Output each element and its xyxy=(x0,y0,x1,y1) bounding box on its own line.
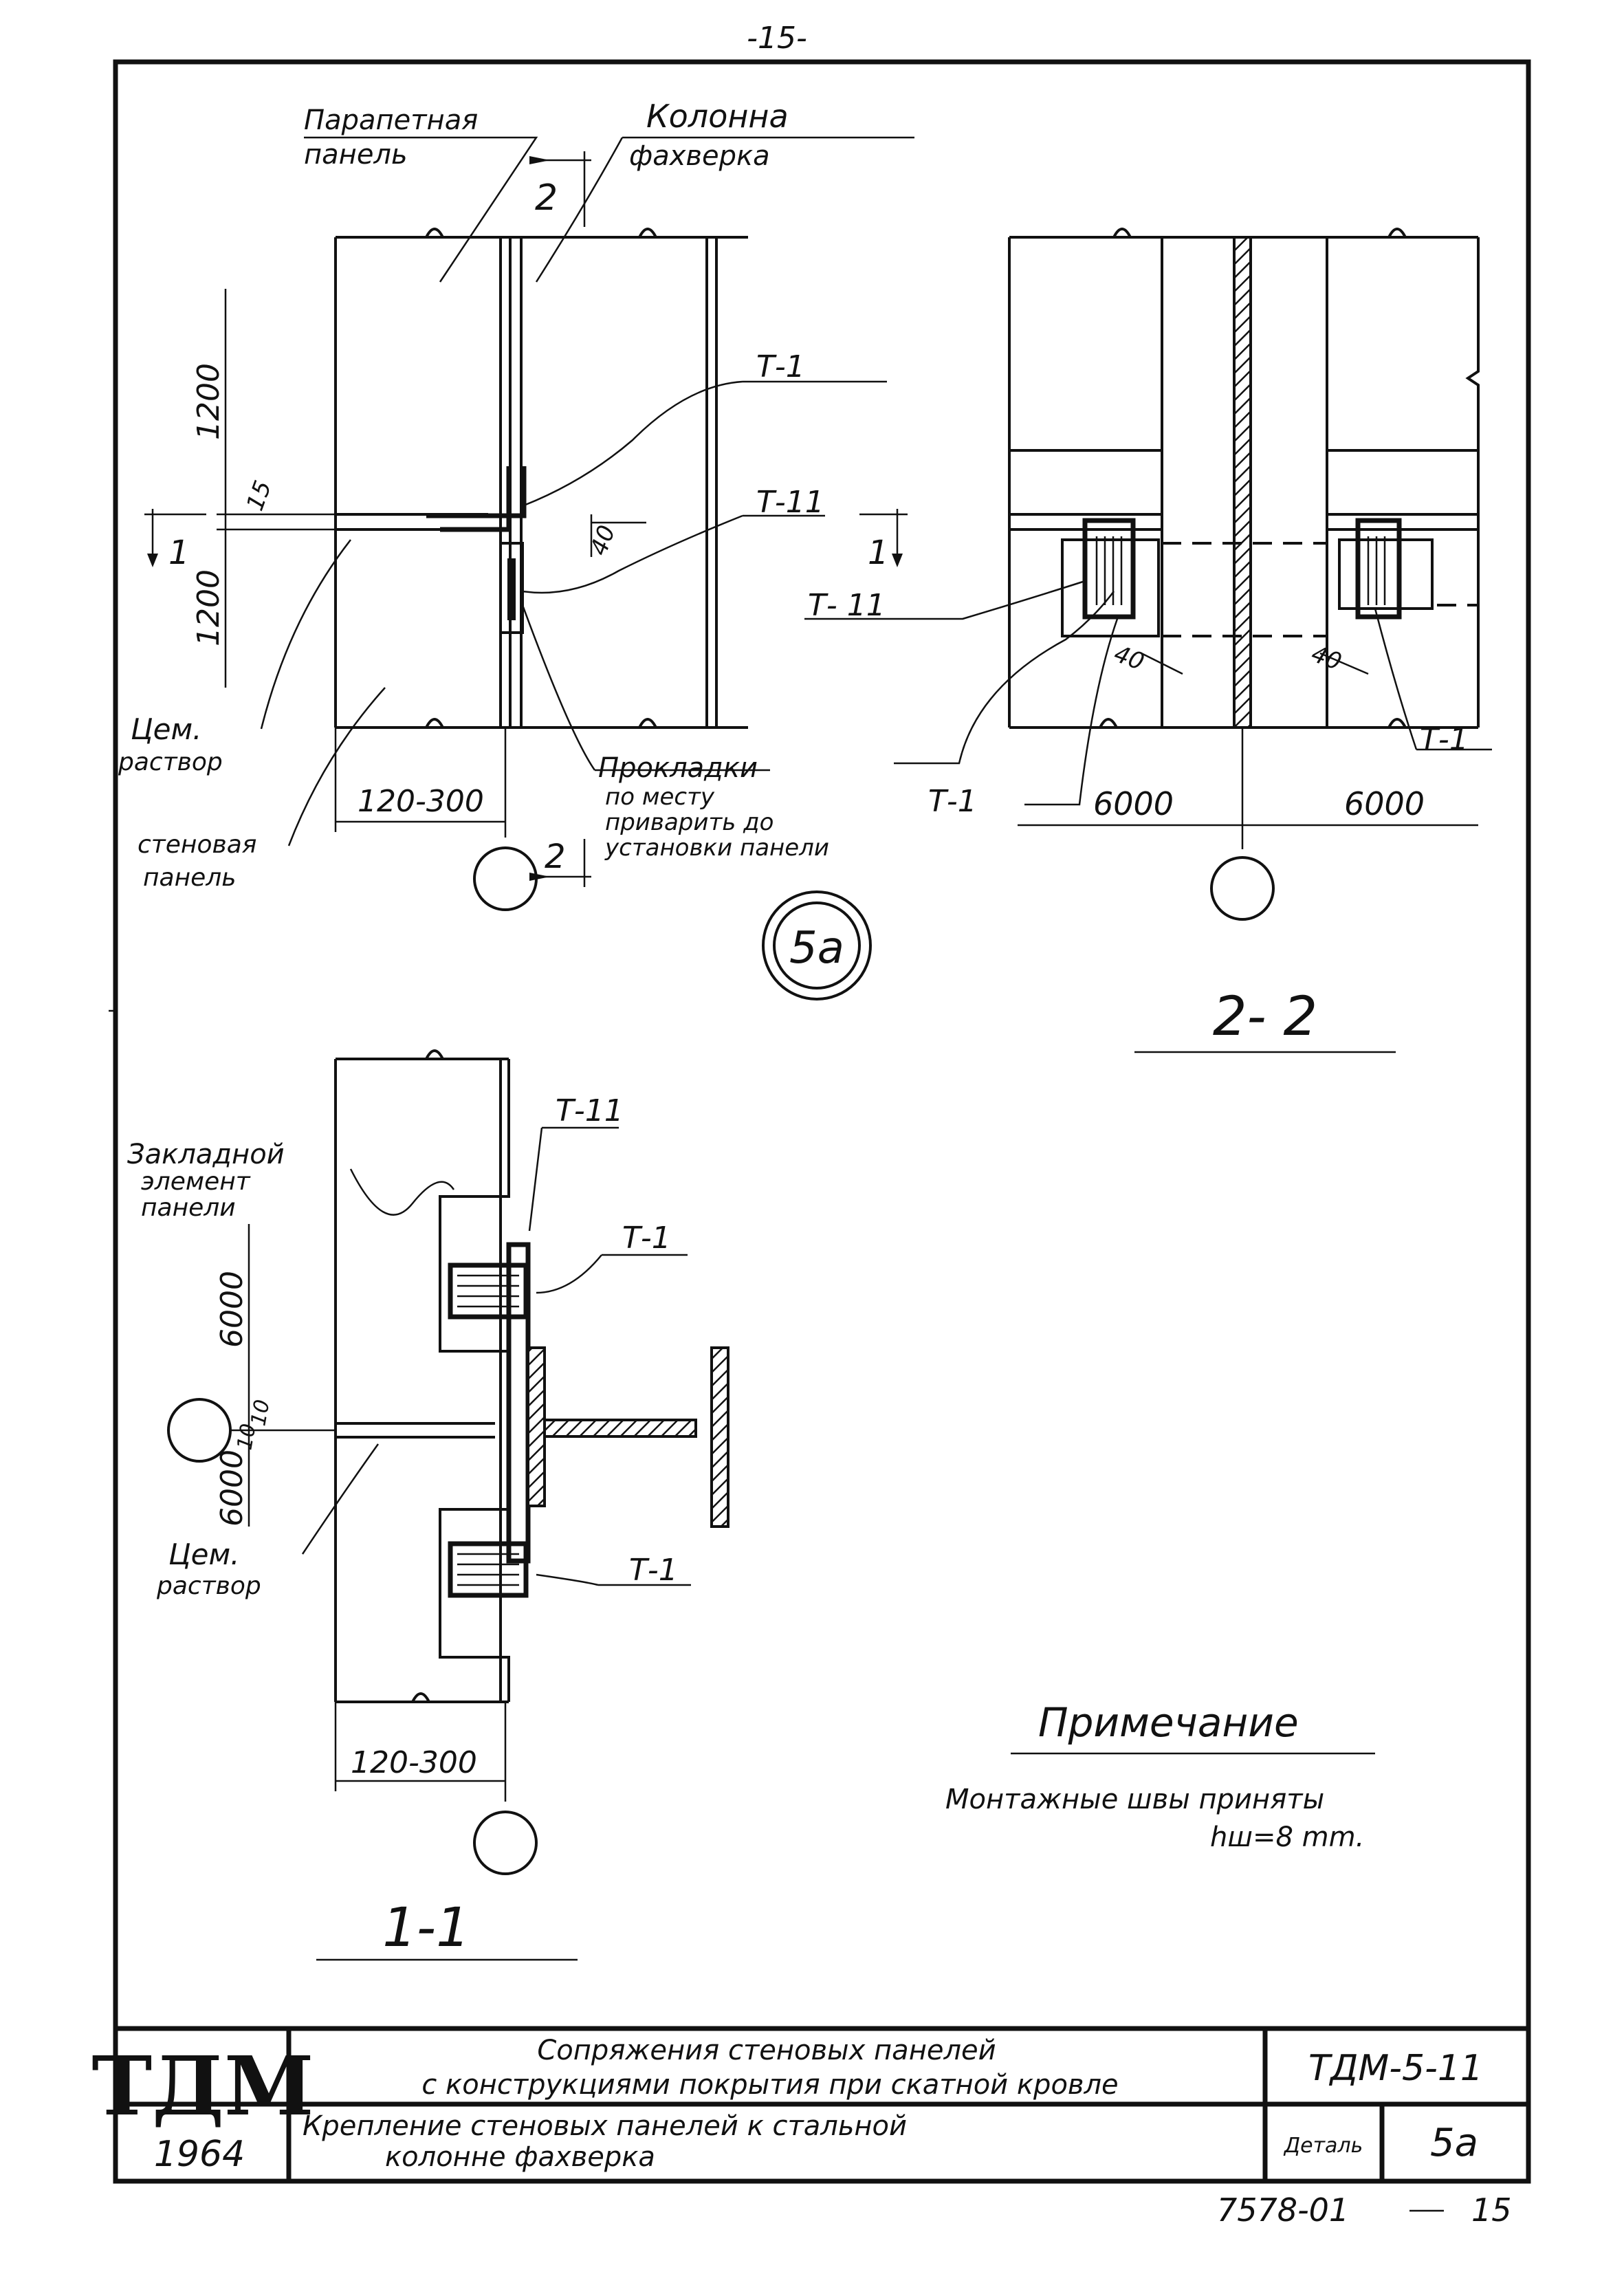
footer-code: 7578-01 xyxy=(1217,2191,1349,2229)
gasket-label-1: Прокладки xyxy=(598,752,758,784)
t1-label-top: Т-1 xyxy=(756,349,805,384)
footer-sheet: 15 xyxy=(1471,2191,1512,2229)
t11-label-top: Т-11 xyxy=(756,485,824,520)
t1-label-bottom-top: Т-1 xyxy=(622,1221,671,1256)
dim-10-bottom: 10 xyxy=(232,1422,261,1452)
note-heading: Примечание xyxy=(1038,1699,1299,1746)
mortar-label-1: Цем. xyxy=(131,712,201,746)
cut-1-left: 1 xyxy=(168,534,190,572)
axis-bubble-right xyxy=(1210,856,1275,921)
axis-bubble-bottom xyxy=(473,1811,538,1875)
section-title-2-2: 2- 2 xyxy=(1213,986,1317,1048)
dim-40-right-right: 40 xyxy=(1308,640,1345,676)
dim-15: 15 xyxy=(241,477,277,514)
section-1-1 xyxy=(167,1049,729,1961)
t1-label-bottom-bottom: Т-1 xyxy=(629,1553,678,1588)
section-title-1-1: 1-1 xyxy=(382,1897,470,1959)
page-number: -15- xyxy=(747,21,807,56)
title-line-3: Крепление стеновых панелей к стальной xyxy=(303,2110,907,2142)
embedded-label-1: Закладной xyxy=(127,1139,285,1170)
section-top-left xyxy=(144,136,914,911)
title-line-4: колонне фахверка xyxy=(385,2141,655,2173)
section-2-2-right xyxy=(804,228,1492,1053)
column-label-2: фахверка xyxy=(629,140,770,172)
mortar-label-bottom-1: Цем. xyxy=(168,1538,239,1571)
title-line-1: Сопряжения стеновых панелей xyxy=(537,2035,996,2066)
title-block xyxy=(116,2026,1528,2181)
cut-2-bottom: 2 xyxy=(545,838,566,876)
embedded-label-2: элемент xyxy=(141,1168,251,1196)
detail-mark-circle xyxy=(762,890,872,1001)
wall-panel-label-1: стеновая xyxy=(138,831,256,859)
t1-label-right-right: Т-1 xyxy=(1420,722,1469,757)
title-block-logo: ТДМ xyxy=(91,2038,314,2134)
detail-value: 5а xyxy=(1430,2121,1478,2165)
dim-6000-bottom-top: 6000 xyxy=(215,1271,250,1348)
gap-dim-bottom: 120-300 xyxy=(351,1745,477,1780)
parapet-label-1: Парапетная xyxy=(304,105,478,136)
gasket-label-3: приварить до xyxy=(605,809,773,836)
drawing-code: ТДМ-5-11 xyxy=(1308,2048,1483,2089)
t1-label-right-left: Т-1 xyxy=(928,784,977,819)
note-line-2: hш=8 mm. xyxy=(1210,1822,1364,1853)
cut-mark-2-top: 2 xyxy=(535,177,558,219)
title-line-2: с конструкциями покрытия при скатной кро… xyxy=(421,2069,1118,2101)
note-line-1: Монтажные швы приняты xyxy=(945,1784,1324,1815)
wall-panel-label-2: панель xyxy=(143,864,237,892)
dim-1200-top: 1200 xyxy=(191,363,226,440)
cut-1-right: 1 xyxy=(868,534,889,572)
sheet-frame xyxy=(113,59,1531,2184)
dim-1200-bottom: 1200 xyxy=(191,569,226,646)
axis-bubble xyxy=(473,846,538,911)
gasket-label-4: установки панели xyxy=(604,834,829,862)
dim-40-right-left: 40 xyxy=(1110,640,1148,676)
dim-40-top: 40 xyxy=(585,522,621,559)
t11-label-bottom: Т-11 xyxy=(556,1093,624,1128)
t11-label-right: Т- 11 xyxy=(808,588,886,623)
embedded-label-3: панели xyxy=(141,1194,236,1222)
dim-10-top: 10 xyxy=(246,1398,274,1428)
column-label-1: Колонна xyxy=(646,98,789,135)
gasket-label-2: по месту xyxy=(605,783,715,811)
dim-6000-bottom-bottom: 6000 xyxy=(215,1450,250,1527)
detail-mark: 5а xyxy=(789,923,844,974)
dim-6000-right-left: 6000 xyxy=(1093,785,1174,822)
gap-dim-top: 120-300 xyxy=(358,784,484,819)
dim-6000-right-right: 6000 xyxy=(1344,785,1425,822)
parapet-label-2: панель xyxy=(304,139,408,171)
detail-label: Деталь xyxy=(1283,2134,1363,2158)
title-block-year: 1964 xyxy=(154,2134,245,2175)
mortar-label-bottom-2: раствор xyxy=(156,1572,261,1600)
mortar-label-2: раствор xyxy=(118,748,223,776)
